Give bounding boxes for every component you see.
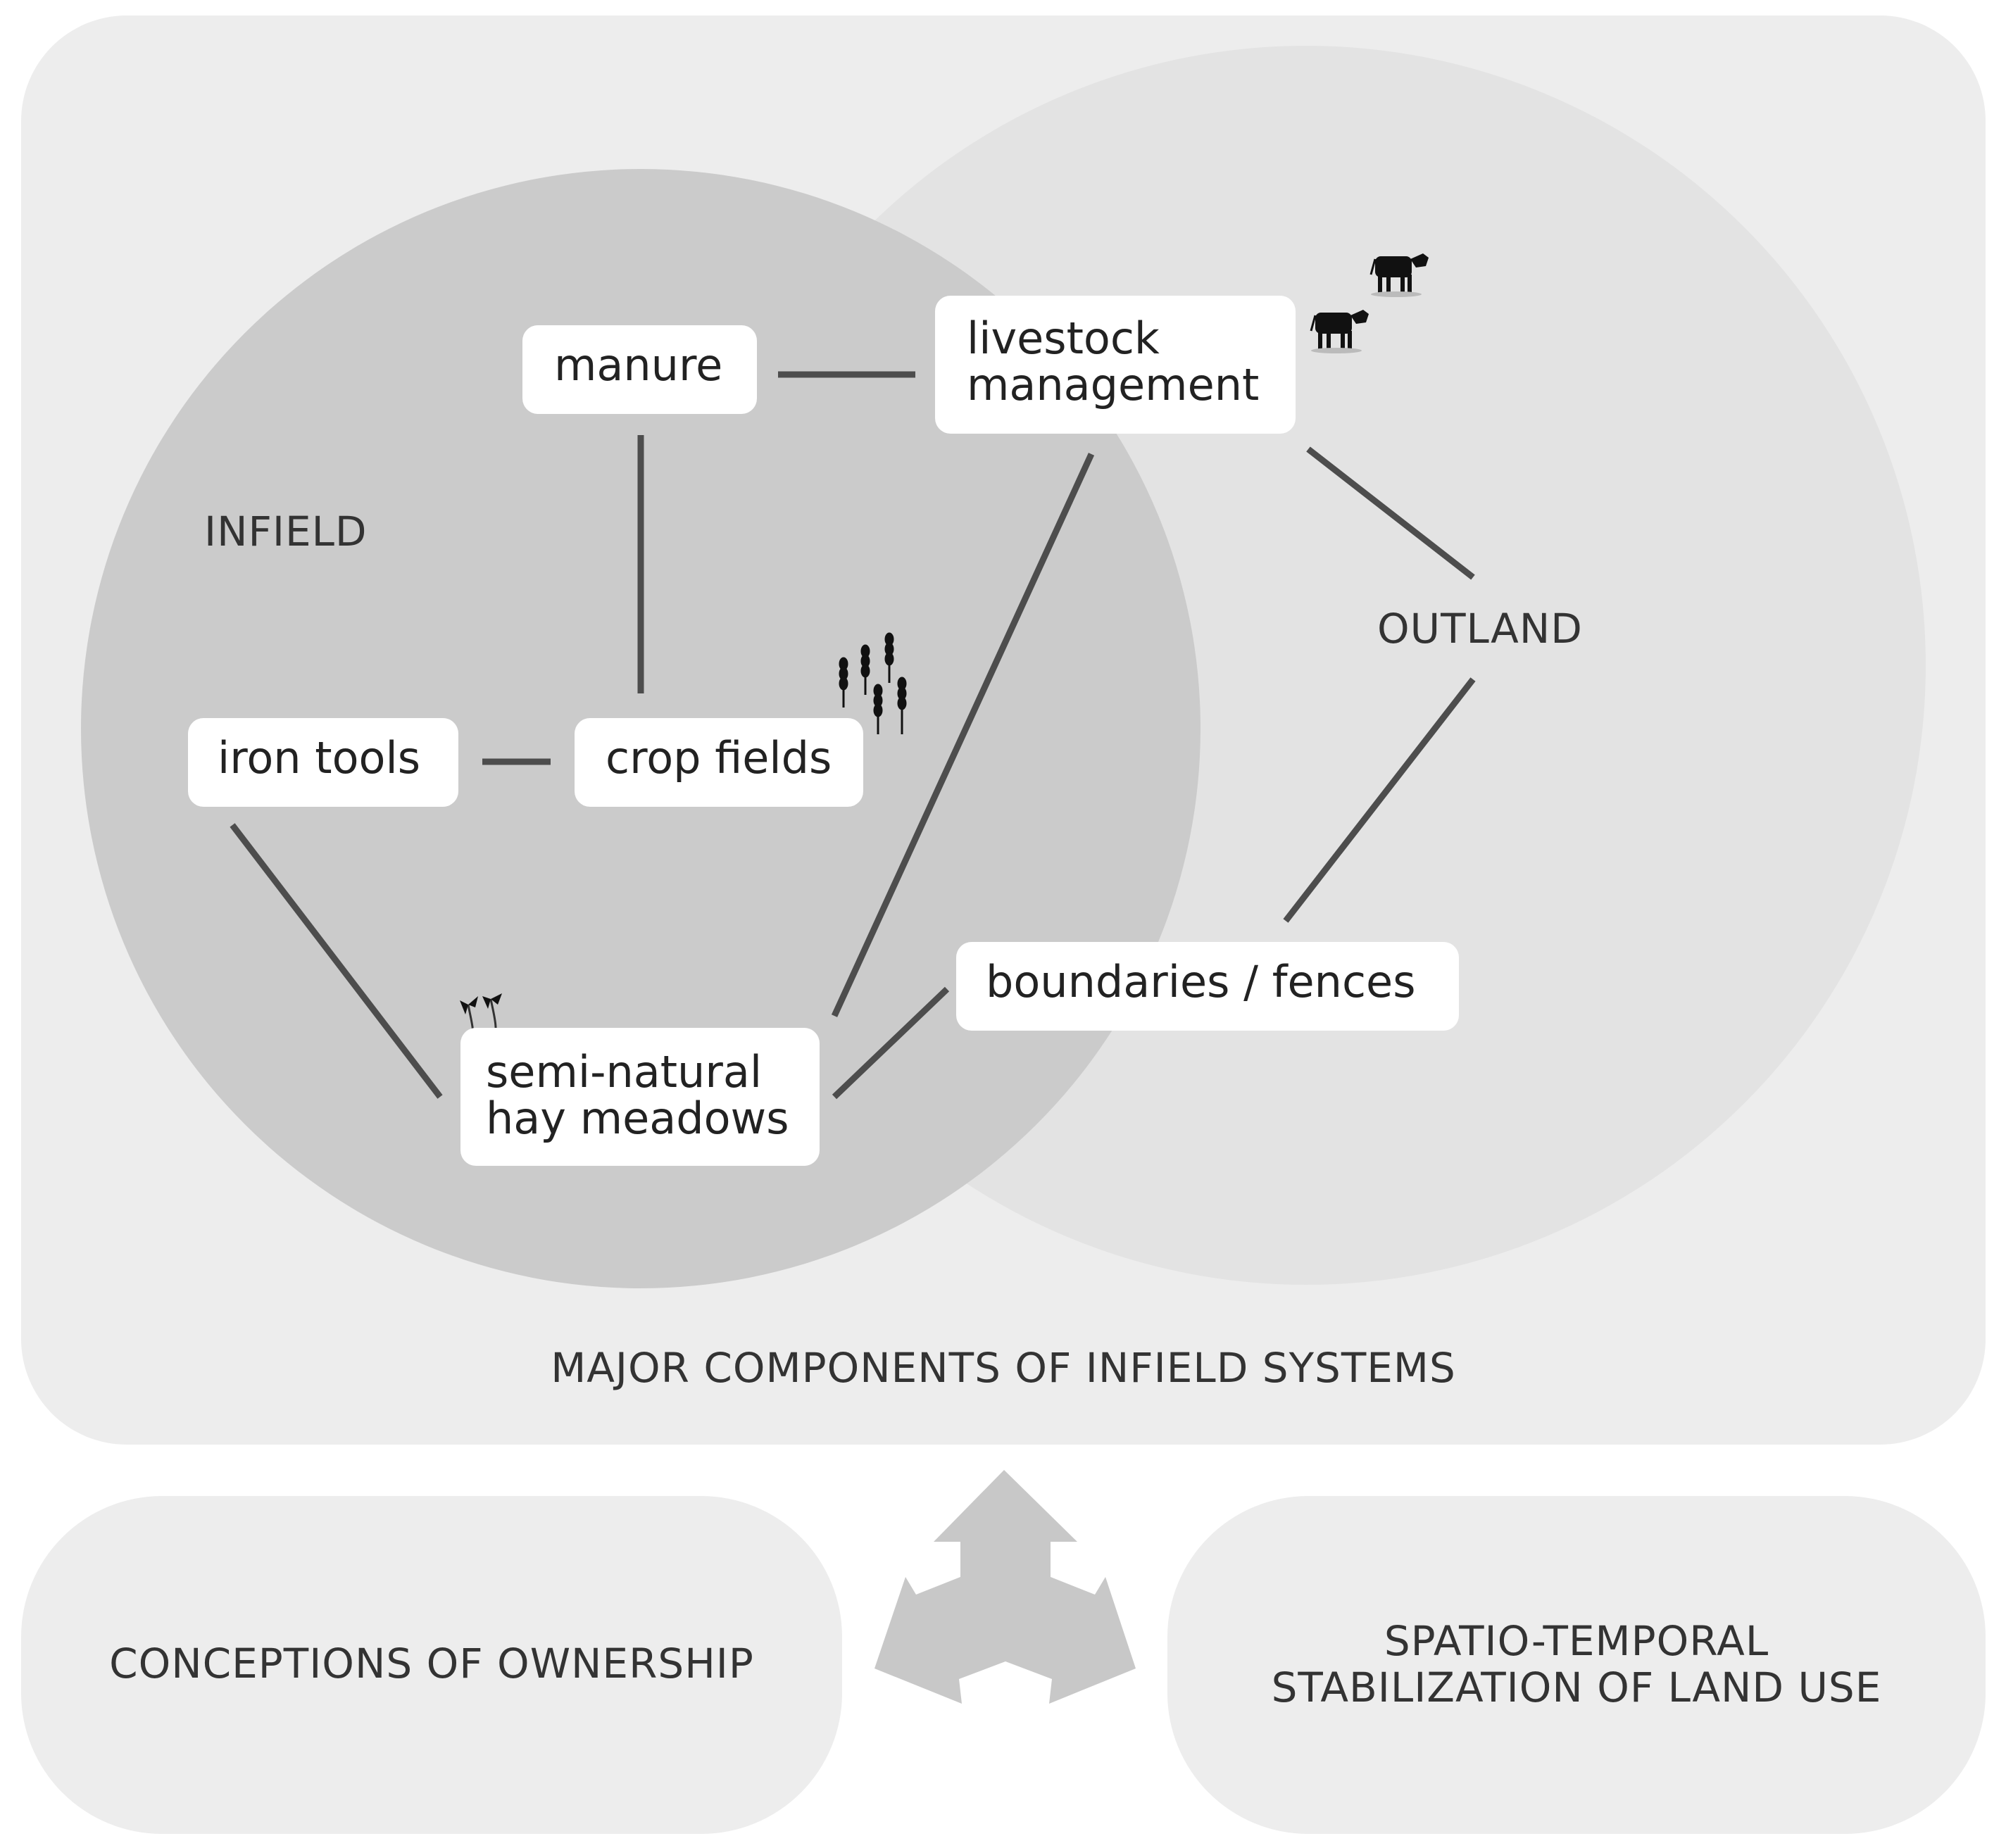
livestock-label-line1: livestock: [967, 313, 1160, 364]
boundaries-fences-node: boundaries / fences: [956, 942, 1459, 1031]
cow-icon: [1369, 253, 1429, 297]
connector-iron-meadows: [230, 823, 443, 1099]
ownership-label: CONCEPTIONS OF OWNERSHIP: [109, 1640, 754, 1687]
connector-outland-boundaries: [1283, 677, 1476, 923]
infield-label: INFIELD: [204, 508, 368, 555]
three-way-arrow-icon: [875, 1470, 1136, 1704]
stabilization-panel: [1167, 1496, 1986, 1834]
stabilization-label-line2: STABILIZATION OF LAND USE: [1271, 1664, 1882, 1711]
wheat-icon: [839, 632, 907, 734]
livestock-label-line2: management: [967, 359, 1260, 410]
hay-meadows-node: semi-natural hay meadows: [460, 1028, 820, 1166]
iron-tools-node: iron tools: [188, 718, 458, 807]
outland-label: OUTLAND: [1377, 605, 1583, 653]
manure-label: manure: [554, 339, 723, 391]
crop-fields-label: crop fields: [606, 732, 832, 784]
meadows-label-line1: semi-natural: [486, 1046, 763, 1098]
ownership-panel: [21, 1496, 842, 1834]
stabilization-label: SPATIO-TEMPORAL STABILIZATION OF LAND US…: [1167, 1618, 1986, 1711]
meadows-label-line2: hay meadows: [486, 1093, 789, 1144]
connector-boundaries-meadows: [832, 986, 950, 1100]
connector-livestock-outland: [1306, 446, 1475, 580]
iron-tools-label: iron tools: [218, 732, 420, 784]
manure-node: manure: [522, 325, 757, 414]
livestock-management-node: livestock management: [935, 296, 1296, 434]
crop-fields-node: crop fields: [575, 718, 863, 807]
boundaries-fences-label: boundaries / fences: [986, 956, 1416, 1007]
cow-icon: [1310, 310, 1369, 353]
main-caption: MAJOR COMPONENTS OF INFIELD SYSTEMS: [551, 1344, 1456, 1392]
connector-livestock-meadows: [831, 453, 1095, 1017]
stabilization-label-line1: SPATIO-TEMPORAL: [1384, 1617, 1769, 1665]
